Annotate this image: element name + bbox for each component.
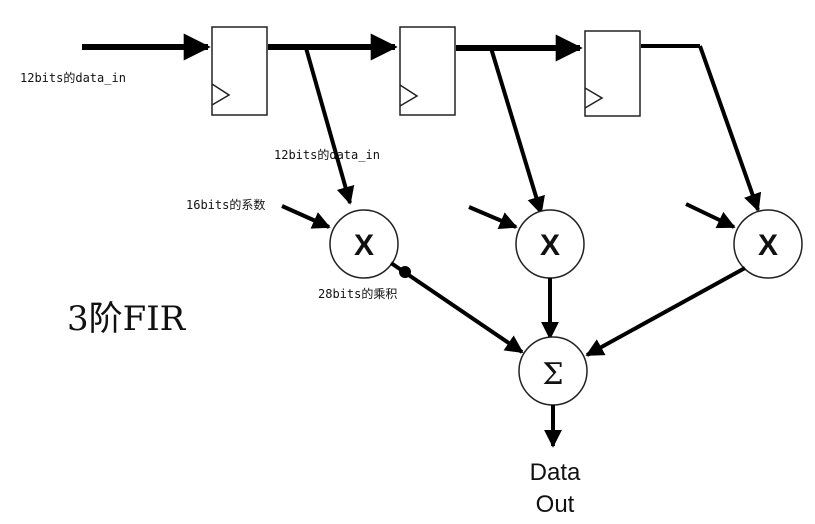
- coefficient-3-arrow: [685, 202, 736, 229]
- tap-3-arrow: [698, 45, 762, 212]
- register-2: [399, 26, 456, 116]
- coefficient-2-arrow: [468, 205, 518, 229]
- product-1-arrow: [389, 261, 524, 354]
- tap-1-arrow: [304, 47, 355, 205]
- register-3: [584, 30, 641, 117]
- multiplier-2: X: [515, 209, 585, 279]
- register-1: [211, 26, 268, 116]
- multiplier-1: X: [329, 209, 399, 279]
- coefficient-1-arrow: [281, 204, 331, 229]
- output-label-line1: Data: [530, 459, 581, 486]
- coefficient-label: 16bits的系数: [186, 197, 265, 212]
- clock-icon: [211, 83, 231, 106]
- multiply-symbol: X: [758, 229, 778, 262]
- multiply-symbol: X: [354, 229, 374, 262]
- diagram-title: 3阶FIR: [67, 299, 187, 339]
- output-label-line2: Out: [536, 491, 575, 518]
- multiplier-3: X: [733, 209, 803, 279]
- product-label: 28bits的乘积: [318, 286, 397, 301]
- clock-icon: [584, 87, 604, 109]
- clock-icon: [399, 84, 419, 107]
- product-3-arrow: [585, 266, 746, 357]
- multiply-symbol: X: [540, 229, 560, 262]
- adder: Σ: [518, 336, 588, 406]
- product-probe-dot: [399, 266, 411, 278]
- sum-symbol: Σ: [542, 357, 563, 392]
- tap-data-in-label: 12bits的data_in: [274, 147, 380, 162]
- tap-2-arrow: [489, 47, 545, 215]
- data-in-label: 12bits的data_in: [20, 70, 126, 85]
